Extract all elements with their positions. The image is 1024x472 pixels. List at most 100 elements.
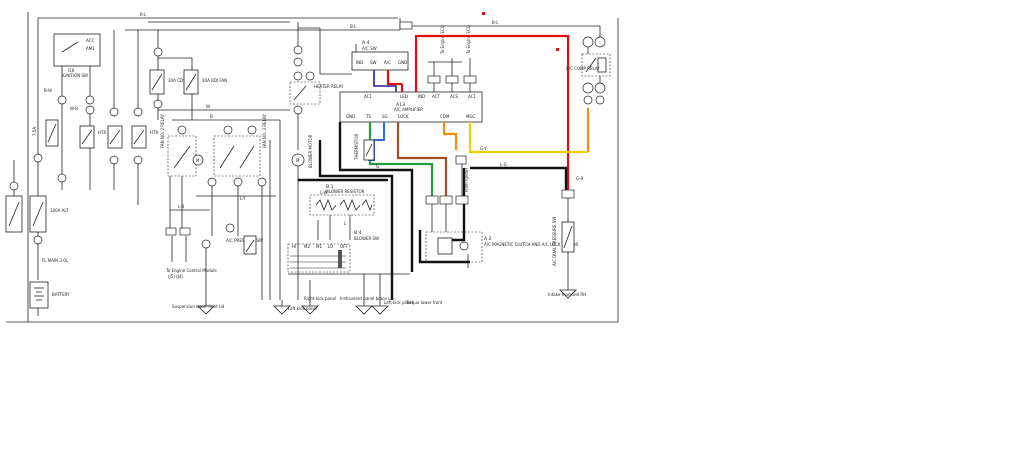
- black-wire-6: [418, 230, 470, 264]
- relay-htr2-label: HTR: [150, 130, 158, 135]
- ac-sw-code: A 4: [362, 40, 370, 46]
- ac-pressure-switch: [243, 235, 257, 255]
- wire-label: G-Y: [480, 146, 487, 151]
- cds-fan-label: 30A CDS FAN: [168, 78, 194, 83]
- battery-label: BATTERY: [52, 292, 70, 297]
- connector-igniter-2: [455, 195, 469, 205]
- blower-pin-off: OFF: [340, 244, 348, 249]
- ac-sw-label: A/C SW: [362, 46, 377, 51]
- ground-label: Intake manifold RH: [548, 292, 586, 297]
- thermistor-label: THERMISTOR: [354, 133, 359, 161]
- orange-wire-stub: [442, 122, 458, 150]
- fuse-glyph: [8, 201, 20, 227]
- connector-ecu: [463, 75, 477, 84]
- yellow-wire: [468, 122, 588, 154]
- relay-glyph: [133, 129, 145, 145]
- connector-round: [33, 153, 43, 163]
- engine-ecu-label: To Engine ECU: [440, 25, 445, 55]
- wire-label: G: [376, 164, 379, 169]
- fuse-glyph: [185, 73, 197, 91]
- dual-pressure-label: A/C DUAL PRESSURE SW: [552, 217, 557, 266]
- clutch-label: A/C MAGNETIC CLUTCH AND A/C LOCK SENSOR: [484, 242, 579, 247]
- magnetic-clutch: [425, 231, 483, 263]
- amp-pin-ts: TS: [365, 114, 371, 119]
- amp-pin-com: COM: [440, 114, 450, 119]
- ignition-contact: [61, 41, 79, 53]
- connector-igniter: [455, 155, 467, 165]
- connector-round: [57, 173, 67, 183]
- connector-round: [33, 235, 43, 245]
- relay-htr-label: HTR: [98, 130, 106, 135]
- ignition-am1-label: AM1: [86, 46, 95, 51]
- connector-round: [153, 99, 163, 109]
- relay-contact: [585, 57, 597, 73]
- to-ecm-label: To Engine Control Module: [165, 268, 217, 273]
- connector-round: [594, 82, 606, 94]
- ground-label: Left kick panel: [288, 306, 317, 311]
- ac-sw-pin: GND: [398, 60, 407, 65]
- blower-switch: [287, 243, 351, 273]
- ac-comp-relay-label: A/C COMP RELAY: [566, 66, 600, 71]
- lock-sensor: [459, 241, 469, 251]
- red-wire: [414, 34, 570, 190]
- clutch-coil: [437, 237, 453, 255]
- fuse-glyph: [47, 123, 57, 143]
- connector-round: [595, 95, 605, 105]
- connector-clutch-2: [439, 195, 453, 205]
- blower-motor-label: BLOWER MOTOR: [308, 134, 313, 168]
- switch-glyph: [245, 239, 255, 253]
- ground-label: Suspension lower front LH: [172, 304, 224, 309]
- ac-switch-box: [351, 51, 409, 71]
- wire-label: R-L: [140, 12, 147, 17]
- engine-ecu-label-2: To Engine ECU: [466, 25, 471, 55]
- wire-label: B-W: [44, 88, 52, 93]
- connector-round: [293, 105, 303, 115]
- motor-m: M: [196, 158, 200, 163]
- ecm-pins-label: (J5) (J4): [168, 274, 183, 279]
- connector-round: [85, 105, 95, 115]
- relay-contact: [239, 145, 255, 169]
- ground-4: [355, 300, 373, 315]
- connector-ecu: [445, 75, 459, 84]
- wire-label: W: [206, 104, 210, 109]
- amp-pin-mgc: MGC: [466, 114, 476, 119]
- switch-slider: [338, 250, 342, 268]
- connector-round: [153, 47, 163, 57]
- ground-label: Instrument panel brace LH: [340, 296, 393, 301]
- ac-sw-pin: IND: [356, 60, 363, 65]
- resistor-zigzag: [339, 198, 361, 212]
- connector-round: [582, 82, 594, 94]
- connector-round: [225, 223, 235, 233]
- ac-sw-pin: A/C: [384, 60, 391, 65]
- wire-label: L-W: [320, 190, 327, 195]
- ground-3: [301, 300, 319, 315]
- relay-glyph: [109, 129, 121, 145]
- relay-contact: [219, 145, 235, 169]
- red-wire-3: [386, 70, 402, 86]
- red-dot: [556, 48, 559, 51]
- connector-round: [293, 57, 303, 67]
- connector-round: [247, 125, 257, 135]
- amp-label: A/C AMPLIFIER: [394, 107, 423, 112]
- blower-pin-hi: HI: [292, 244, 296, 249]
- fan-relay-3: [213, 135, 261, 177]
- fuse-main-label: 100A ALT: [50, 208, 69, 213]
- motor-symbol: [192, 154, 204, 166]
- amp-pin-lock: LOCK: [398, 114, 409, 119]
- connector-round: [305, 71, 315, 81]
- motor-m: M: [296, 158, 300, 163]
- wire-label: L-G: [500, 162, 507, 167]
- blower-resistor-code: B 1: [326, 184, 334, 190]
- ac-sw-pin: SW: [370, 60, 377, 65]
- fusible-link-label: FL MAIN 3.0L: [42, 258, 69, 263]
- battery: [29, 281, 49, 309]
- relay-contact: [293, 85, 307, 101]
- switch-glyph: [563, 225, 573, 249]
- connector-ecm-2: [179, 227, 191, 236]
- black-wire-5: [452, 168, 466, 242]
- connector-round: [201, 239, 211, 249]
- connector-ecu: [427, 75, 441, 84]
- blower-pin-m1: M1: [316, 244, 322, 249]
- wire-label: L: [344, 221, 347, 226]
- blower-pin-lo: LO: [328, 244, 333, 249]
